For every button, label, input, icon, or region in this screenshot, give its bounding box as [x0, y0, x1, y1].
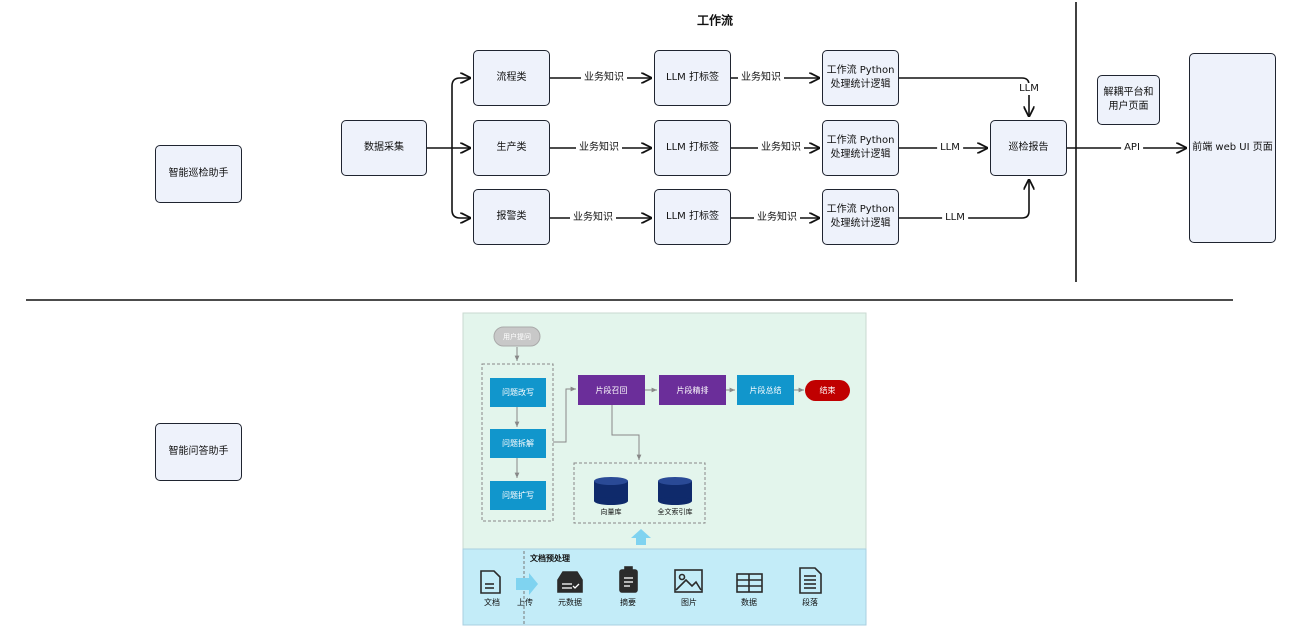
- fragment-summary-node: 片段总结: [737, 375, 794, 405]
- image-label: 图片: [681, 598, 697, 607]
- end-node: 结束: [819, 386, 836, 395]
- llm-tag-box-2: LLM 打标签: [654, 120, 731, 176]
- workflow-title: 工作流: [696, 13, 734, 28]
- up-arrow-icon: [631, 529, 651, 545]
- question-split-node: 问题拆解: [490, 429, 546, 458]
- decouple-note-box: 解耦平台和 用户页面: [1097, 75, 1160, 125]
- python-logic-box-2: 工作流 Python 处理统计逻辑: [822, 120, 899, 176]
- knowledge-label-6: 业务知识: [754, 212, 800, 224]
- paragraph-label: 段落: [802, 598, 818, 607]
- paragraph-icon: [799, 567, 822, 594]
- question-rewrite-node: 问题改写: [490, 378, 546, 407]
- metadata-label: 元数据: [558, 598, 582, 607]
- vector-db-label: 向量库: [600, 508, 622, 516]
- knowledge-label-1: 业务知识: [581, 72, 627, 84]
- data-table-icon: [736, 573, 763, 593]
- fragment-rerank-node: 片段精排: [659, 375, 726, 405]
- summary-label: 摘要: [620, 598, 636, 607]
- fulltext-db-icon: [658, 477, 692, 505]
- question-expand-node: 问题扩写: [490, 481, 546, 510]
- data-collection-box: 数据采集: [341, 120, 427, 176]
- llm-label-middle: LLM: [937, 142, 963, 154]
- category-process-box: 流程类: [473, 50, 550, 106]
- api-label: API: [1121, 142, 1143, 154]
- frontend-web-ui-box: 前端 web UI 页面: [1189, 53, 1276, 243]
- qa-assistant-box: 智能问答助手: [155, 423, 242, 481]
- knowledge-label-5: 业务知识: [758, 142, 804, 154]
- inspection-assistant-box: 智能巡检助手: [155, 145, 242, 203]
- knowledge-label-2: 业务知识: [576, 142, 622, 154]
- data-label: 数据: [741, 598, 757, 607]
- llm-tag-box-3: LLM 打标签: [654, 189, 731, 245]
- upload-arrow-icon: [516, 573, 538, 595]
- python-logic-box-3: 工作流 Python 处理统计逻辑: [822, 189, 899, 245]
- category-alarm-box: 报警类: [473, 189, 550, 245]
- image-icon: [674, 569, 703, 593]
- metadata-icon: [557, 571, 583, 593]
- document-icon: [480, 570, 501, 594]
- fulltext-db-label: 全文索引库: [657, 508, 693, 516]
- inspection-report-box: 巡检报告: [990, 120, 1067, 176]
- category-production-box: 生产类: [473, 120, 550, 176]
- llm-label-top: LLM: [1016, 83, 1042, 95]
- doc-label: 文档: [484, 598, 500, 607]
- end-node-shape: [805, 380, 850, 401]
- knowledge-label-4: 业务知识: [738, 72, 784, 84]
- vector-db-icon: [594, 477, 628, 505]
- knowledge-label-3: 业务知识: [570, 212, 616, 224]
- user-question-node: 用户提问: [503, 332, 531, 341]
- python-logic-box-1: 工作流 Python 处理统计逻辑: [822, 50, 899, 106]
- summary-icon: [619, 566, 638, 593]
- preprocess-title: 文档预处理: [530, 554, 570, 563]
- fragment-recall-node: 片段召回: [578, 375, 645, 405]
- upload-label: 上传: [517, 598, 533, 607]
- llm-tag-box-1: LLM 打标签: [654, 50, 731, 106]
- llm-label-bottom: LLM: [942, 212, 968, 224]
